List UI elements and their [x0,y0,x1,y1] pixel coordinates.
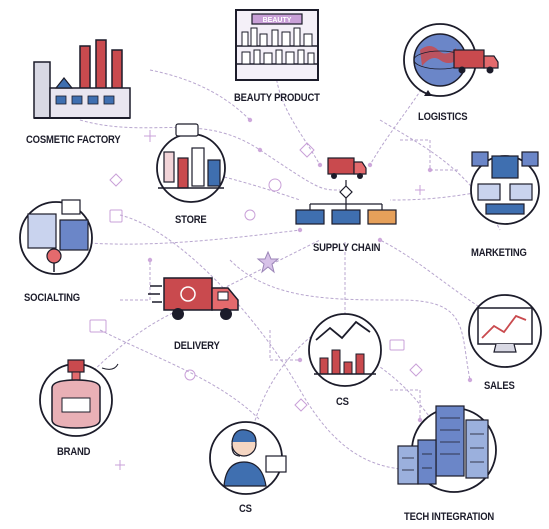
socialting-label: SOCIALTING [24,292,80,304]
cs-agent-label: CS [239,503,252,515]
cs-agent-headset-icon [209,421,287,495]
tech-integration-servers-icon [397,405,497,493]
beauty-sign-text: BEAUTY [263,17,292,24]
tech-integration-label: TECH INTEGRATION [404,511,495,523]
delivery-label: DELIVERY [174,340,220,352]
cs-analytics-icon [308,313,382,387]
delivery-truck-icon [148,277,239,320]
cosmetic-factory-label: COSMETIC FACTORY [26,134,121,146]
store-cosmetics-icon [156,123,226,203]
sales-monitor-chart-icon [468,294,542,368]
connector-factory-center [79,119,341,191]
brand-perfume-icon [39,359,119,437]
supply-chain-label: SUPPLY CHAIN [313,242,381,254]
connector-sales-center [379,239,501,321]
star-icon [256,250,280,274]
sales-label: SALES [484,380,515,392]
marketing-dashboard-icon [470,151,540,225]
socialting-network-icon [19,199,93,275]
cs-center-label: CS [336,396,349,408]
supply-chain-flowchart-icon [295,157,397,225]
beauty-product-label: BEAUTY PRODUCT [234,92,320,104]
marketing-label: MARKETING [471,247,527,259]
cosmetic-factory-icon [33,39,131,119]
logistics-globe-truck-icon [403,23,499,97]
logistics-label: LOGISTICS [418,111,468,123]
connector-delivery-center [199,239,321,301]
connector-beauty-center [274,69,321,166]
store-label: STORE [175,214,207,226]
brand-label: BRAND [57,446,91,458]
beauty-product-shelf-icon: BEAUTY [235,9,319,81]
